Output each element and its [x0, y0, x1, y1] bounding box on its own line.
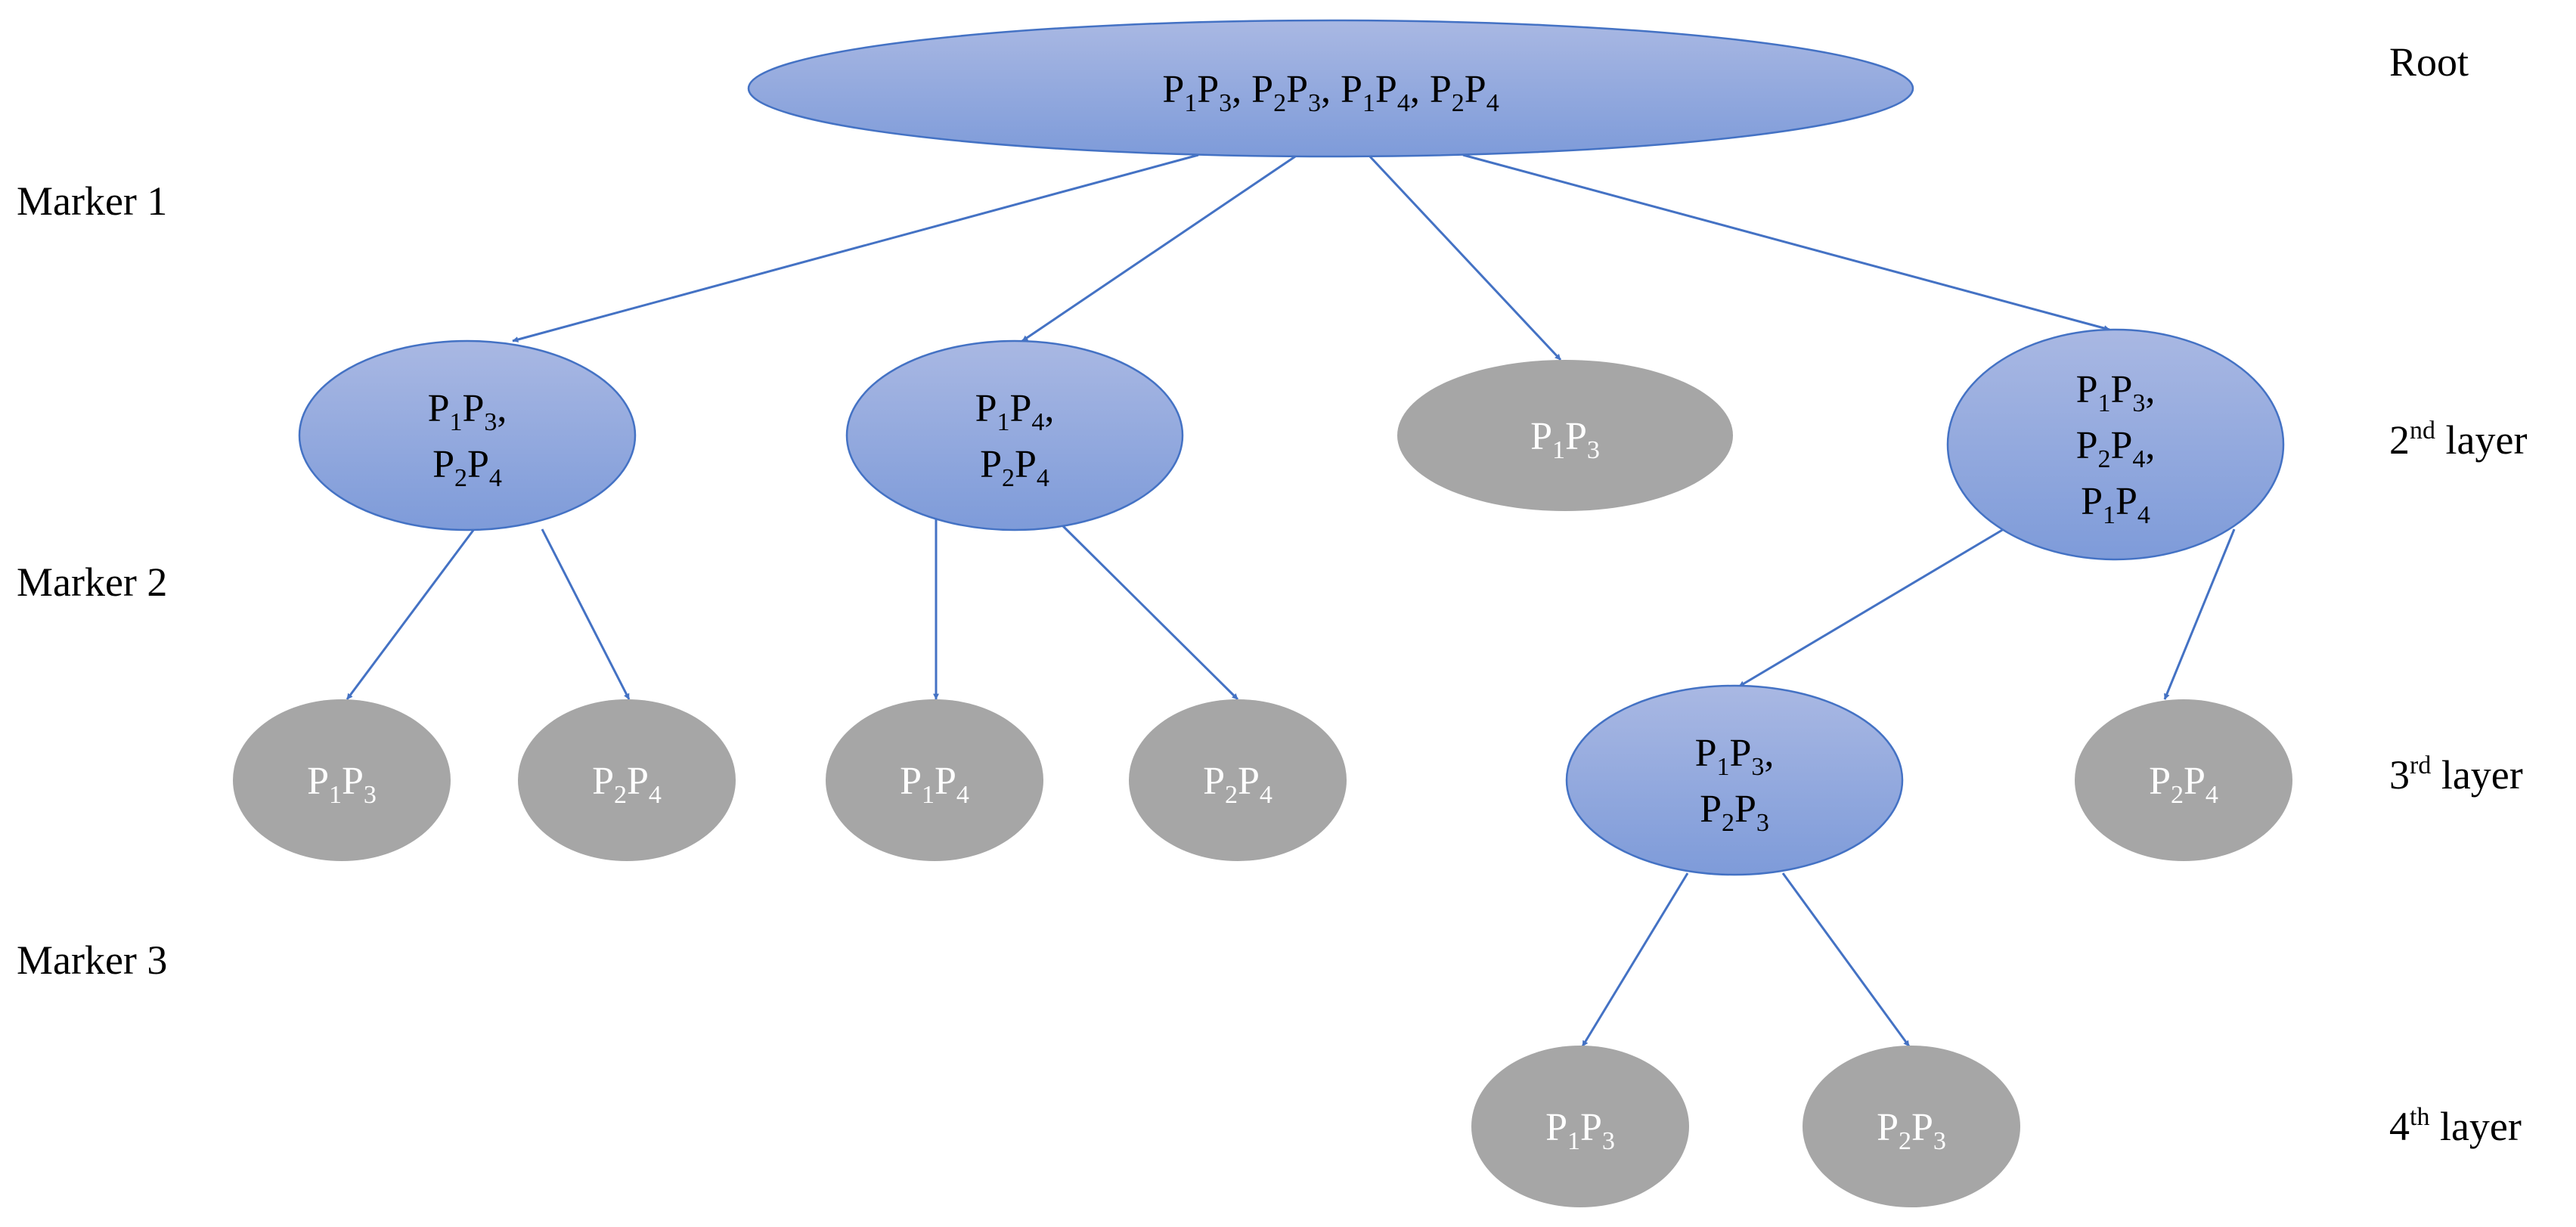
node-l2a: P1P3, P2P4	[298, 339, 637, 531]
edge-l2d-l3e	[1738, 528, 2004, 688]
marker-label-1: Marker 1	[17, 178, 167, 224]
edges	[346, 153, 2236, 1047]
node-label-l2a-line-1: P1P3,	[428, 387, 507, 436]
edge-root-l2a	[512, 153, 1199, 342]
node-ellipse-l4b	[1803, 1046, 2020, 1207]
edge-root-l2b	[1021, 153, 1298, 342]
node-label-l4a-line-1: P1P3	[1545, 1106, 1615, 1155]
node-l3c: P1P4	[826, 699, 1043, 861]
node-ellipse-l2a	[298, 339, 637, 531]
node-label-l4b-line-1: P2P3	[1877, 1106, 1946, 1155]
node-l2d: P1P3, P2P4, P1P4	[1946, 328, 2285, 561]
node-l3a: P1P3	[233, 699, 451, 861]
node-label-l3b-line-1: P2P4	[592, 760, 662, 809]
edge-l3e-l4b	[1781, 872, 1911, 1047]
node-label-l2c-line-1: P1P3	[1530, 415, 1600, 464]
node-ellipse-l2d	[1946, 328, 2285, 561]
edge-root-l2d	[1462, 153, 2110, 331]
node-label-l2b-line-2: P2P4	[980, 443, 1049, 492]
node-l4a: P1P3	[1471, 1046, 1689, 1207]
node-ellipse-l4a	[1471, 1046, 1689, 1207]
node-ellipse-l2c	[1397, 360, 1733, 511]
node-label-l3e-line-1: P1P3,	[1695, 732, 1775, 781]
edge-l2a-l3a	[346, 528, 476, 700]
node-ellipse-l3b	[518, 699, 736, 861]
layer-label-layer4: 4th layer	[2389, 1103, 2522, 1149]
node-label-l2a-line-2: P2P4	[432, 443, 502, 492]
marker-label-2: Marker 2	[17, 559, 167, 605]
layer-label-layer2: 2nd layer	[2389, 417, 2527, 463]
node-l3e: P1P3, P2P3	[1565, 684, 1904, 876]
node-ellipse-l3f	[2075, 699, 2292, 861]
node-label-root-line-1: P1P3, P2P3, P1P4, P2P4	[1162, 68, 1499, 117]
node-root: P1P3, P2P3, P1P4, P2P4	[747, 19, 1914, 158]
labels: Marker 1 Marker 2 Marker 3 Root 2nd layer 3rd…	[17, 39, 2527, 1149]
layer-label-layer3: 3rd layer	[2389, 751, 2523, 798]
node-label-l3a-line-1: P1P3	[307, 760, 377, 809]
node-ellipse-l3c	[826, 699, 1043, 861]
edge-l3e-l4a	[1581, 872, 1689, 1047]
node-l3d: P2P4	[1129, 699, 1347, 861]
layer-label-root: Root	[2389, 39, 2469, 85]
node-label-l3d-line-1: P2P4	[1203, 760, 1273, 809]
node-label-l3f-line-1: P2P4	[2149, 760, 2218, 809]
marker-label-3: Marker 3	[17, 937, 167, 983]
node-ellipse-root	[747, 19, 1914, 158]
node-ellipse-l2b	[845, 339, 1184, 531]
node-label-l3e-line-2: P2P3	[1700, 788, 1769, 837]
node-label-l2d-line-3: P1P4	[2081, 480, 2150, 529]
node-ellipse-l3d	[1129, 699, 1347, 861]
node-l2c: P1P3	[1397, 360, 1733, 511]
node-l4b: P2P3	[1803, 1046, 2020, 1207]
node-ellipse-l3a	[233, 699, 451, 861]
node-l3b: P2P4	[518, 699, 736, 861]
node-label-l2d-line-1: P1P3,	[2076, 368, 2156, 417]
node-label-l3c-line-1: P1P4	[900, 760, 969, 809]
edge-l2a-l3b	[541, 528, 631, 700]
edge-l2d-l3f	[2163, 528, 2236, 700]
node-label-l2d-line-2: P2P4,	[2076, 424, 2156, 473]
edge-l2b-l3d	[1057, 520, 1239, 701]
node-ellipse-l3e	[1565, 684, 1904, 876]
node-l2b: P1P4, P2P4	[845, 339, 1184, 531]
edge-root-l2c	[1367, 153, 1562, 361]
node-label-l2b-line-1: P1P4,	[975, 387, 1055, 436]
node-l3f: P2P4	[2075, 699, 2292, 861]
